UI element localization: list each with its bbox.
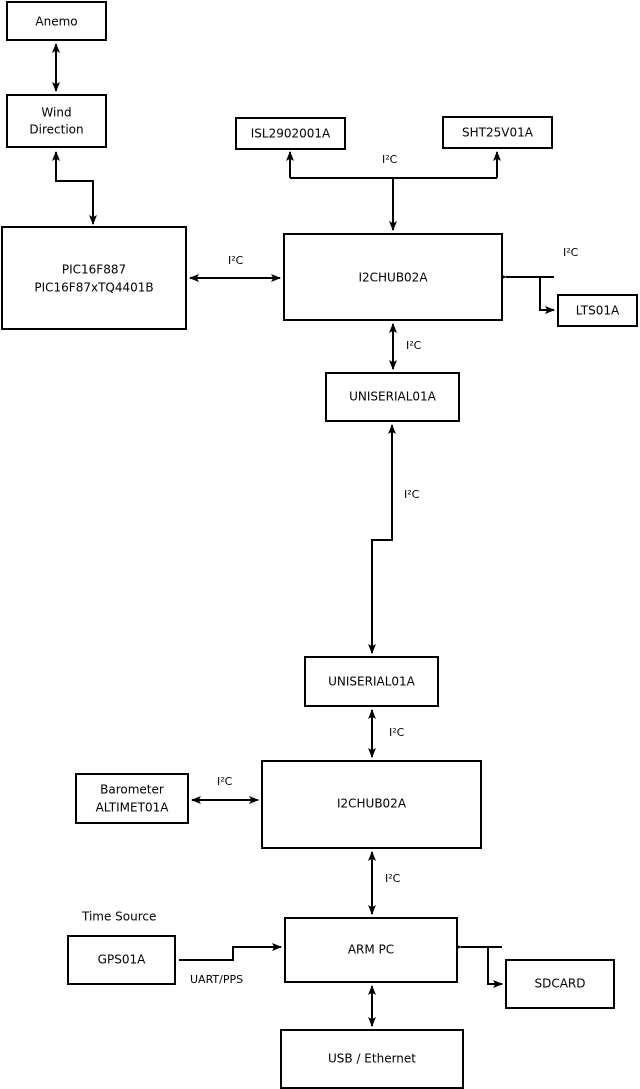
- edge-label-uniserial-hub-bottom: I²C: [389, 726, 405, 739]
- node-sht25v01a[interactable]: SHT25V01A: [442, 116, 553, 149]
- node-arm-pc-label: ARM PC: [348, 943, 394, 957]
- node-barometer-label-line1: Barometer: [100, 783, 164, 797]
- edge-gps-armpc: [179, 943, 282, 961]
- edge-labels-layer: I²C I²C I²C I²C I²C I²C I²C I²C UART/PPS: [190, 153, 579, 986]
- edge-label-isl-sht-bus: I²C: [382, 153, 398, 166]
- node-i2chub02a-bottom-label: I2CHUB02A: [337, 797, 407, 811]
- edge-label-pic-hub: I²C: [228, 254, 244, 267]
- node-sdcard-label: SDCARD: [534, 977, 585, 991]
- node-gps01a[interactable]: GPS01A: [67, 935, 176, 985]
- node-wind-direction-label-line2: Direction: [29, 123, 83, 137]
- node-sdcard[interactable]: SDCARD: [505, 959, 615, 1009]
- node-usb-ethernet-label: USB / Ethernet: [328, 1052, 416, 1066]
- node-anemo-label: Anemo: [35, 15, 77, 29]
- node-arm-pc[interactable]: ARM PC: [284, 917, 458, 983]
- label-time-source: Time Source: [81, 910, 156, 924]
- node-isl2902001a[interactable]: ISL2902001A: [235, 117, 346, 150]
- edge-armpc-sdcard-out: [487, 947, 503, 988]
- node-isl2902001a-label: ISL2902001A: [251, 127, 331, 141]
- node-uniserial01a-lower[interactable]: UNISERIAL01A: [304, 656, 439, 707]
- edge-label-hub-uniserial-upper: I²C: [406, 339, 422, 352]
- free-labels-layer: Time Source: [81, 910, 156, 924]
- edge-label-uniserial-uniserial: I²C: [404, 488, 420, 501]
- node-lts01a[interactable]: LTS01A: [557, 294, 638, 327]
- node-i2chub02a-bottom[interactable]: I2CHUB02A: [261, 760, 482, 849]
- node-wind-direction[interactable]: Wind Direction: [6, 94, 107, 148]
- edge-label-lts: I²C: [563, 246, 579, 259]
- node-uniserial01a-upper-label: UNISERIAL01A: [349, 390, 437, 404]
- node-uniserial01a-lower-label: UNISERIAL01A: [328, 675, 416, 689]
- edges-layer: [52, 43, 555, 1027]
- node-gps01a-label: GPS01A: [98, 953, 146, 967]
- edge-pic-wind: [52, 151, 97, 225]
- node-anemo[interactable]: Anemo: [6, 1, 107, 41]
- node-usb-ethernet[interactable]: USB / Ethernet: [280, 1029, 464, 1089]
- node-barometer[interactable]: Barometer ALTIMET01A: [75, 773, 189, 824]
- edge-uniserial-link: [368, 424, 396, 654]
- node-i2chub02a-top-label: I2CHUB02A: [358, 271, 428, 285]
- edge-label-uart-pps: UART/PPS: [190, 973, 243, 986]
- edge-hub-top-lts-out: [539, 277, 555, 314]
- node-sht25v01a-label: SHT25V01A: [462, 126, 534, 140]
- node-i2chub02a-top[interactable]: I2CHUB02A: [283, 233, 503, 321]
- node-pic-label-line1: PIC16F887: [62, 263, 126, 277]
- edge-label-hub-armpc: I²C: [385, 872, 401, 885]
- node-pic-label-line2: PIC16F87xTQ4401B: [34, 281, 153, 295]
- node-lts01a-label: LTS01A: [576, 304, 620, 318]
- edge-label-barometer-hub: I²C: [217, 775, 233, 788]
- node-barometer-label-line2: ALTIMET01A: [96, 801, 170, 815]
- node-uniserial01a-upper[interactable]: UNISERIAL01A: [325, 372, 460, 422]
- node-wind-direction-label-line1: Wind: [41, 106, 71, 120]
- node-pic-microcontroller[interactable]: PIC16F887 PIC16F87xTQ4401B: [1, 226, 187, 330]
